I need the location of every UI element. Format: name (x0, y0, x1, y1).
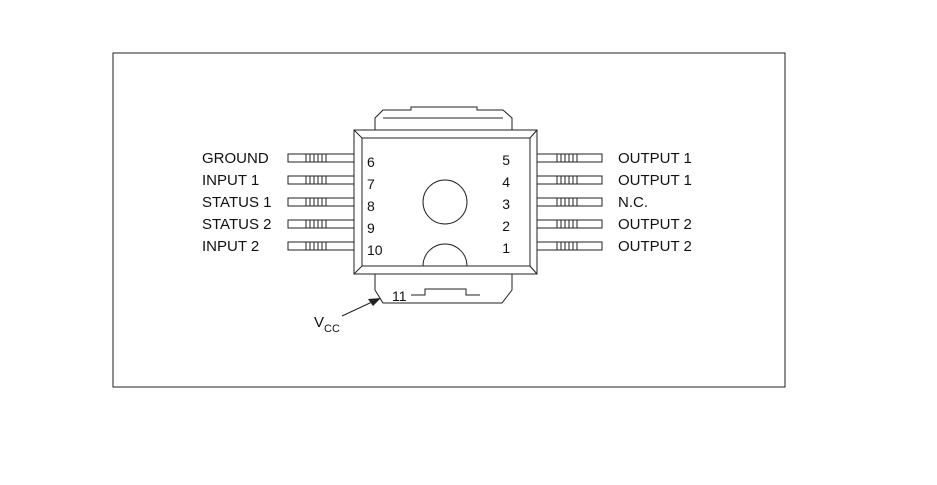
left-pin-7: INPUT 1 7 (202, 172, 375, 192)
pin-number: 7 (367, 176, 375, 192)
pin-number: 10 (367, 242, 383, 258)
pin-lead (536, 219, 603, 229)
pin-label: OUTPUT 1 (618, 172, 692, 189)
pin-lead (287, 175, 355, 185)
pin-number: 3 (502, 196, 510, 212)
package-top-tab (374, 106, 513, 130)
pin-number: 6 (367, 154, 375, 170)
package-bottom-tab (374, 274, 513, 304)
vcc-arrow-head (368, 298, 381, 306)
vcc-label-main: V (314, 314, 324, 331)
right-pin-2: 2 OUTPUT 2 (502, 216, 692, 234)
right-pin-4: 4 OUTPUT 1 (502, 172, 692, 190)
pin-lead (287, 153, 355, 163)
pin-label: STATUS 2 (202, 216, 271, 233)
pin-lead (287, 197, 355, 207)
package-notch (422, 243, 468, 267)
pin-lead (287, 241, 355, 251)
vcc-label: VCC (314, 314, 340, 335)
pin-label: INPUT 2 (202, 238, 259, 255)
pin-label: INPUT 1 (202, 172, 259, 189)
vcc-arrow-line (341, 301, 373, 317)
right-pin-1: 1 OUTPUT 2 (502, 238, 692, 256)
pin-lead (536, 153, 603, 163)
pin-label: GROUND (202, 150, 269, 167)
orientation-dot (422, 179, 468, 225)
left-pin-8: STATUS 1 8 (202, 194, 375, 214)
pin-label: OUTPUT 1 (618, 150, 692, 167)
pin-lead (287, 219, 355, 229)
pin-label: OUTPUT 2 (618, 238, 692, 255)
pin-number: 1 (502, 240, 510, 256)
pin-label: OUTPUT 2 (618, 216, 692, 233)
vcc-label-subscript: CC (324, 323, 340, 335)
right-pin-3: 3 N.C. (502, 194, 648, 212)
right-pin-5: 5 OUTPUT 1 (502, 150, 692, 168)
pin-lead (536, 241, 603, 251)
pin-number: 2 (502, 218, 510, 234)
pin-number: 4 (502, 174, 510, 190)
left-pin-10: INPUT 2 10 (202, 238, 383, 258)
left-pin-9: STATUS 2 9 (202, 216, 375, 236)
pin-number: 5 (502, 152, 510, 168)
pin-label: N.C. (618, 194, 648, 211)
pin-label: STATUS 1 (202, 194, 271, 211)
diagram-frame (112, 52, 786, 388)
pin-number: 8 (367, 198, 375, 214)
pin-number: 9 (367, 220, 375, 236)
pin-number-11: 11 (392, 288, 407, 304)
pin-lead (536, 175, 603, 185)
pin-lead (536, 197, 603, 207)
left-pin-6: GROUND 6 (202, 150, 375, 170)
